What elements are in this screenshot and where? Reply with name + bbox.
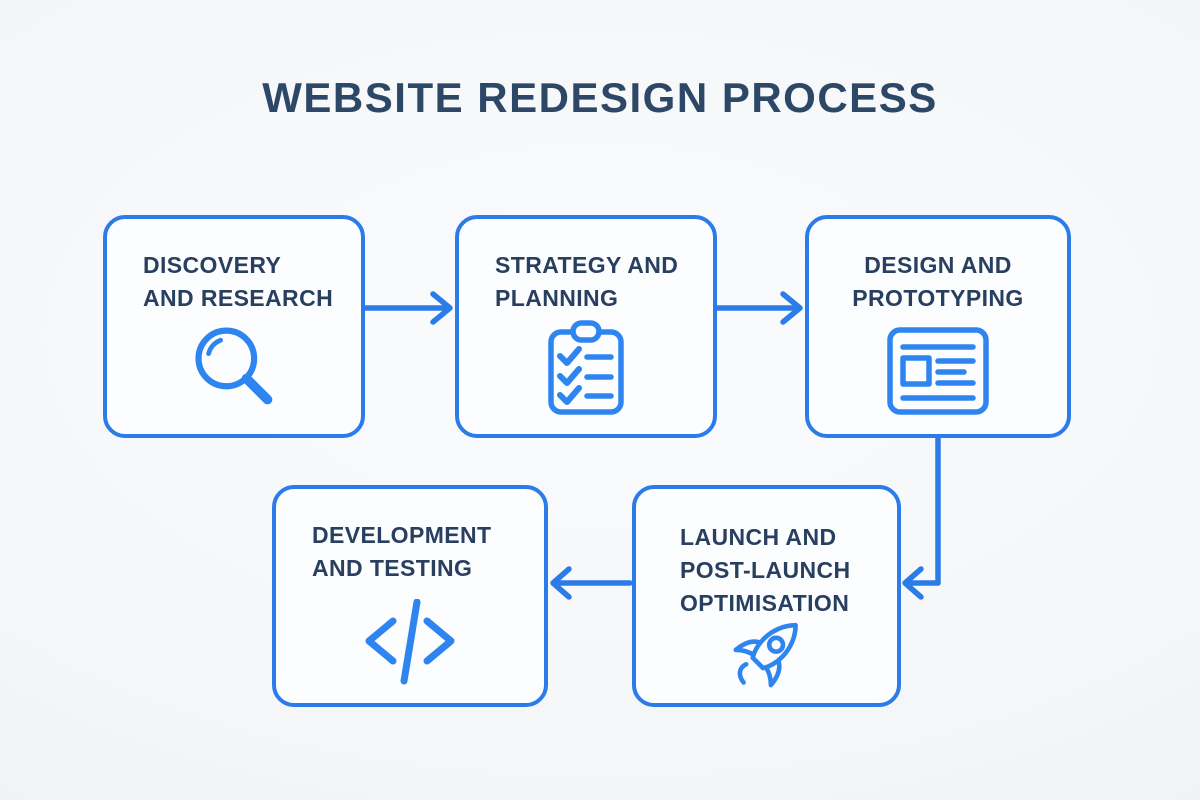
step-label-line: DISCOVERY [143,252,282,278]
code-icon [360,599,460,685]
step-label-line: LAUNCH AND [680,524,837,550]
step-label: DEVELOPMENT AND TESTING [276,489,544,585]
step-box-launch: LAUNCH AND POST-LAUNCH OPTIMISATION [632,485,901,707]
arrow-discovery-to-strategy [362,291,453,325]
arrow-design-to-launch [902,435,941,600]
step-box-design: DESIGN AND PROTOTYPING [805,215,1071,438]
step-label-line: STRATEGY AND [495,252,679,278]
clipboard-checklist-icon [547,319,625,417]
magnifier-icon [188,322,280,414]
arrow-strategy-to-design [714,291,803,325]
rocket-icon [721,606,813,698]
step-label-line: OPTIMISATION [680,590,850,616]
arrow-launch-to-development [550,566,633,600]
step-box-development: DEVELOPMENT AND TESTING [272,485,548,707]
step-label-line: POST-LAUNCH [680,557,851,583]
page-title: WEBSITE REDESIGN PROCESS [262,74,938,121]
step-label: DESIGN AND PROTOTYPING [809,219,1067,315]
step-box-discovery: DISCOVERY AND RESEARCH [103,215,365,438]
step-box-strategy: STRATEGY AND PLANNING [455,215,717,438]
step-label-line: AND TESTING [312,555,473,581]
step-label-line: PLANNING [495,285,619,311]
step-label: STRATEGY AND PLANNING [459,219,713,315]
step-label-line: AND RESEARCH [143,285,334,311]
wireframe-icon [886,326,990,416]
step-label-line: DEVELOPMENT [312,522,492,548]
step-label-line: PROTOTYPING [852,285,1024,311]
step-label: LAUNCH AND POST-LAUNCH OPTIMISATION [636,489,897,620]
step-label-line: DESIGN AND [864,252,1012,278]
step-label: DISCOVERY AND RESEARCH [107,219,361,315]
